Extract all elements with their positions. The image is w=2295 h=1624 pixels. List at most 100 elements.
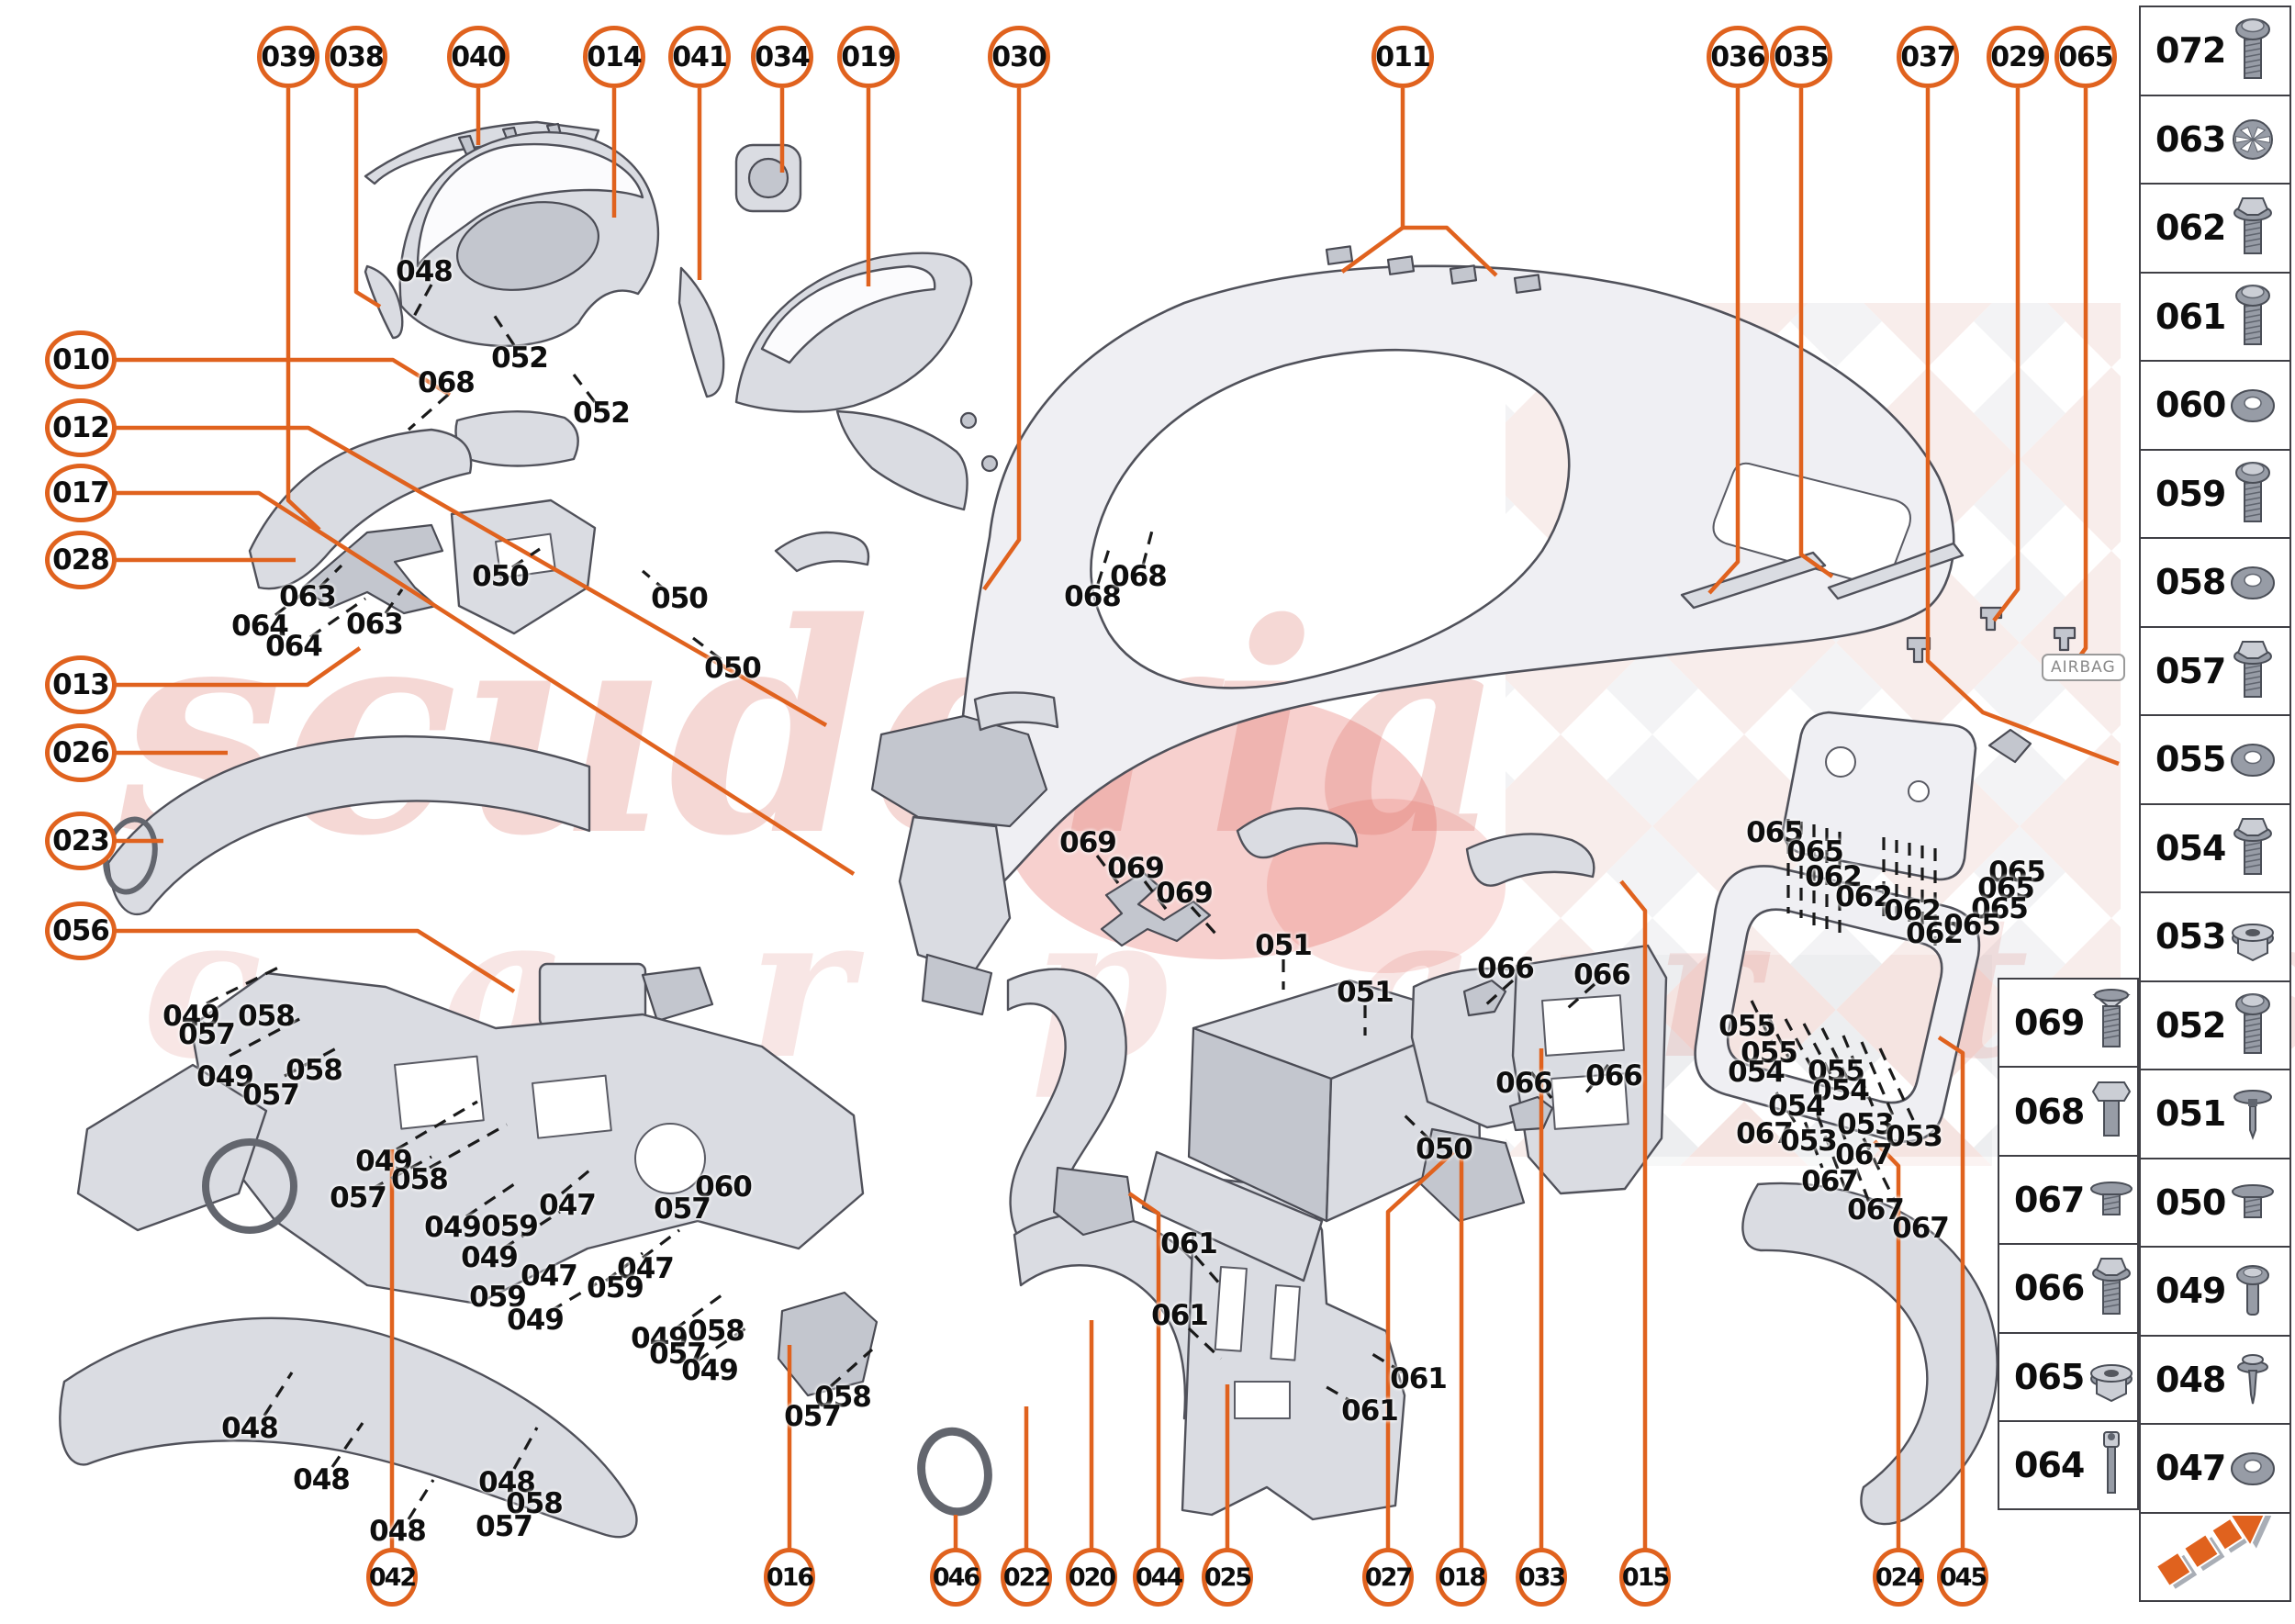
dashed-leader-13 [1095,855,1120,884]
fastener-row-054[interactable]: 054 [2139,802,2291,893]
callout-017[interactable]: 017 [45,464,117,522]
fastener-number-058: 058 [2155,562,2226,603]
brand-arrow-logo [2155,1506,2274,1589]
callout-039[interactable]: 039 [257,26,319,88]
part-label-066-18: 066 [1477,952,1535,985]
callout-033[interactable]: 033 [1516,1548,1567,1607]
callout-044[interactable]: 044 [1133,1548,1184,1607]
leader-line-010 [116,357,452,397]
callout-016[interactable]: 016 [764,1548,815,1607]
fastener-row-063[interactable]: 063 [2139,94,2291,185]
fastener-row-050[interactable]: 050 [2139,1157,2291,1248]
fastener-row-049[interactable]: 049 [2139,1246,2291,1337]
leader-line-037 [1925,88,2120,767]
leader-line-012 [116,425,828,727]
hex-bolt-icon [2084,1071,2139,1152]
callout-041[interactable]: 041 [668,26,731,88]
callout-018[interactable]: 018 [1436,1548,1487,1607]
callout-034[interactable]: 034 [751,26,813,88]
dashed-leader-52 [284,1045,341,1078]
part-shape-console-hole-1 [1541,994,1625,1057]
fastener-row-062[interactable]: 062 [2139,183,2291,274]
callout-020[interactable]: 020 [1066,1548,1117,1607]
callout-026[interactable]: 026 [45,723,117,782]
part-shape-trim-blade-left [364,264,404,340]
leader-line-036 [1707,88,1741,595]
part-label-047-64: 047 [521,1260,578,1293]
callout-010[interactable]: 010 [45,330,117,389]
callout-011[interactable]: 011 [1371,26,1434,88]
part-shape-lid-frame [1694,865,1981,1143]
fastener-row-048[interactable]: 048 [2139,1334,2291,1425]
part-shape-rail-1 [1680,551,1827,610]
fastener-row-061[interactable]: 061 [2139,271,2291,362]
fastener-row-060[interactable]: 060 [2139,360,2291,451]
callout-015[interactable]: 015 [1619,1548,1671,1607]
callout-013[interactable]: 013 [45,655,117,714]
callout-022[interactable]: 022 [1001,1548,1052,1607]
fastener-row-068[interactable]: 068 [1998,1066,2139,1157]
fastener-row-057[interactable]: 057 [2139,625,2291,716]
callout-038[interactable]: 038 [325,26,387,88]
callout-025[interactable]: 025 [1202,1548,1253,1607]
part-shape-apillar-slot-1 [1214,1265,1248,1352]
part-shape-beam-side-bracket [777,1291,879,1397]
fastener-number-063: 063 [2155,118,2226,160]
part-label-048-79: 048 [478,1466,536,1499]
callout-056[interactable]: 056 [45,902,117,960]
part-label-057-70: 057 [654,1193,711,1226]
fastener-row-052[interactable]: 052 [2139,980,2291,1070]
part-shape-handle-bracket [1100,870,1212,947]
callout-042[interactable]: 042 [366,1548,418,1607]
fastener-row-053[interactable]: 053 [2139,891,2291,982]
callout-030[interactable]: 030 [988,26,1050,88]
dashed-leader-3 [572,374,597,403]
part-label-058-81: 058 [506,1487,564,1520]
part-label-057-59: 057 [330,1182,387,1215]
dashed-leader-54 [429,1123,508,1170]
fastener-row-051[interactable]: 051 [2139,1069,2291,1159]
callout-035[interactable]: 035 [1770,26,1832,88]
part-label-058-55: 058 [285,1054,343,1087]
callout-045[interactable]: 045 [1937,1548,1988,1607]
push-rivet-icon [2225,1073,2280,1154]
callout-024[interactable]: 024 [1873,1548,1924,1607]
callout-029[interactable]: 029 [1987,26,2049,88]
callout-012[interactable]: 012 [45,398,117,457]
fastener-row-066[interactable]: 066 [1998,1243,2139,1334]
fastener-row-055[interactable]: 055 [2139,714,2291,805]
part-label-057-76: 057 [784,1400,842,1433]
callout-040[interactable]: 040 [447,26,509,88]
brand-logo-cell[interactable] [2139,1506,2291,1602]
part-label-069-14: 069 [1107,852,1165,885]
fastener-row-069[interactable]: 069 [1998,978,2139,1069]
fastener-row-047[interactable]: 047 [2139,1423,2291,1514]
part-shape-mount-bracket [301,523,444,615]
part-label-047-63: 047 [539,1189,597,1222]
washer-icon [2225,719,2280,800]
part-shape-lower-cowl [454,409,579,467]
fastener-number-055: 055 [2155,739,2226,780]
callout-014[interactable]: 014 [583,26,645,88]
fastener-row-067[interactable]: 067 [1998,1154,2139,1246]
fastener-row-065[interactable]: 065 [1998,1331,2139,1422]
callout-036[interactable]: 036 [1707,26,1769,88]
fastener-row-058[interactable]: 058 [2139,537,2291,628]
dashed-leader-25 [1367,1350,1404,1374]
dashed-leader-23 [1193,1254,1223,1287]
fastener-number-069: 069 [2014,1002,2085,1044]
callout-019[interactable]: 019 [837,26,900,88]
callout-046[interactable]: 046 [930,1548,981,1607]
part-label-068-12: 068 [1110,560,1168,593]
fastener-row-064[interactable]: 064 [1998,1420,2139,1511]
callout-028[interactable]: 028 [45,531,117,589]
callout-027[interactable]: 027 [1362,1548,1414,1607]
dashed-leader-57 [502,1210,561,1250]
fastener-row-072[interactable]: 072 [2139,6,2291,96]
callout-023[interactable]: 023 [45,812,117,870]
fastener-row-059[interactable]: 059 [2139,448,2291,539]
callout-065[interactable]: 065 [2054,26,2117,88]
callout-037[interactable]: 037 [1897,26,1959,88]
part-label-058-75: 058 [814,1381,872,1414]
dashed-leader-24 [1187,1327,1223,1361]
